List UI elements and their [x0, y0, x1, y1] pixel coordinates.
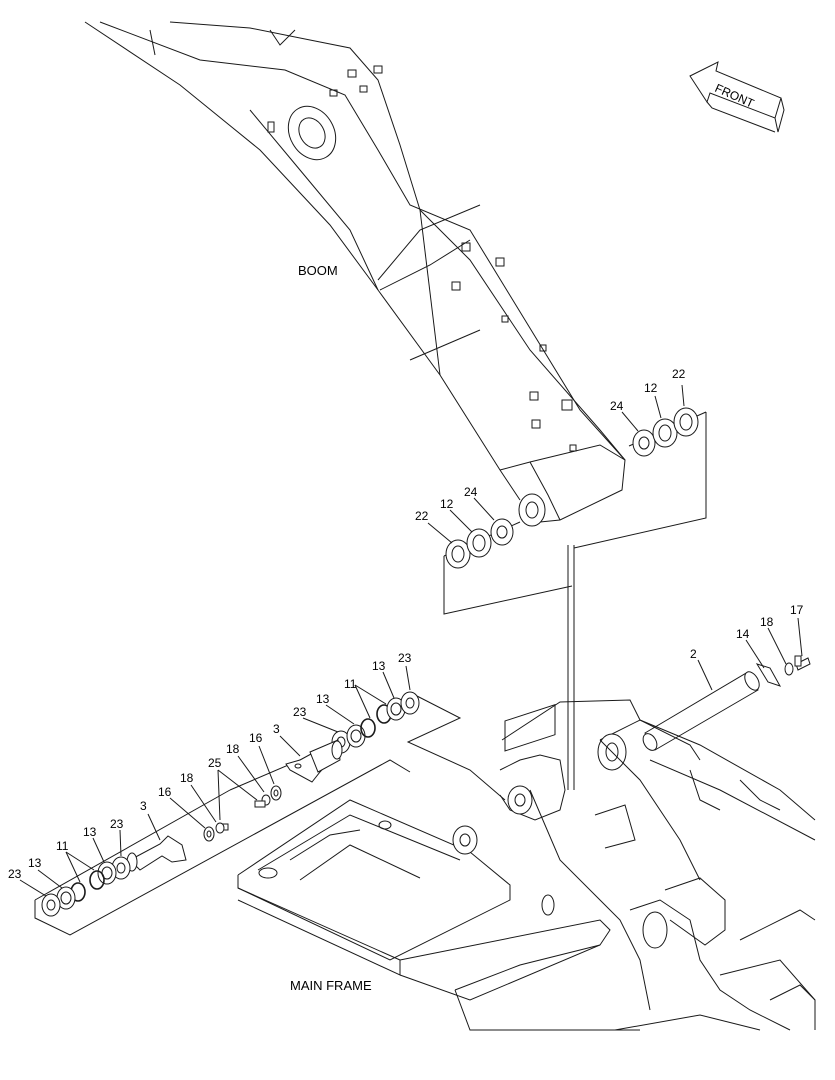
callout-13: 13: [372, 659, 386, 673]
ring-11-r1: [360, 718, 376, 738]
ring-11-l1: [89, 870, 105, 890]
washer-18-top: [784, 662, 794, 676]
bolt-17: [794, 655, 811, 671]
washer-24-left: [490, 518, 514, 546]
callout-13: 13: [83, 825, 97, 839]
callout-23: 23: [8, 867, 22, 881]
pin-3-upper: [285, 739, 343, 783]
washer-13-r1: [346, 724, 366, 748]
washer-group-upper-left: [443, 518, 573, 615]
callout-16: 16: [249, 731, 263, 745]
callout-23: 23: [110, 817, 124, 831]
washer-18-lower: [215, 822, 225, 834]
washer-12-left: [466, 528, 492, 558]
callout-13: 13: [316, 692, 330, 706]
washer-16-upper: [270, 785, 282, 801]
washer-22-left: [445, 539, 471, 569]
callout-24: 24: [464, 485, 478, 499]
callout-3: 3: [140, 799, 147, 813]
leader-lines: [19, 384, 803, 897]
callout-12: 12: [644, 381, 658, 395]
callout-23: 23: [398, 651, 412, 665]
washer-23-r2: [400, 691, 420, 715]
callout-17: 17: [790, 603, 804, 617]
washer-23-l2: [41, 893, 61, 917]
callout-11: 11: [56, 839, 69, 853]
boom-label: BOOM: [298, 263, 338, 278]
washer-22-upper: [673, 407, 699, 437]
callout-18: 18: [760, 615, 774, 629]
callout-16: 16: [158, 785, 172, 799]
main-frame-drawing: [237, 699, 816, 1031]
plate-14: [755, 663, 782, 687]
callout-25: 25: [208, 756, 222, 770]
washer-12-upper: [652, 418, 678, 448]
callout-13: 13: [28, 856, 42, 870]
callout-18: 18: [180, 771, 194, 785]
callout-12: 12: [440, 497, 454, 511]
main-frame-label: MAIN FRAME: [290, 978, 372, 993]
pin-2: [642, 671, 760, 751]
callout-23: 23: [293, 705, 307, 719]
front-arrow-icon: FRONT: [689, 61, 785, 133]
assembly-lower-left: [34, 691, 506, 936]
boom-drawing: [84, 21, 626, 527]
callout-11: 11: [344, 677, 357, 691]
pin-3-lower: [126, 835, 187, 872]
callout-22: 22: [415, 509, 429, 523]
washer-23-l1: [111, 856, 131, 880]
callout-3: 3: [273, 722, 280, 736]
callout-numbers: 22 12 24 22 12 24 17 18 14 2 23 13 11 13…: [8, 367, 804, 881]
washer-24-upper: [632, 429, 656, 457]
bolt-25: [254, 800, 266, 808]
washer-16-lower: [203, 826, 215, 842]
washer-group-upper-right: [573, 407, 707, 549]
callout-24: 24: [610, 399, 624, 413]
callout-2: 2: [690, 647, 697, 661]
callout-18: 18: [226, 742, 240, 756]
callout-22: 22: [672, 367, 686, 381]
callout-14: 14: [736, 627, 750, 641]
